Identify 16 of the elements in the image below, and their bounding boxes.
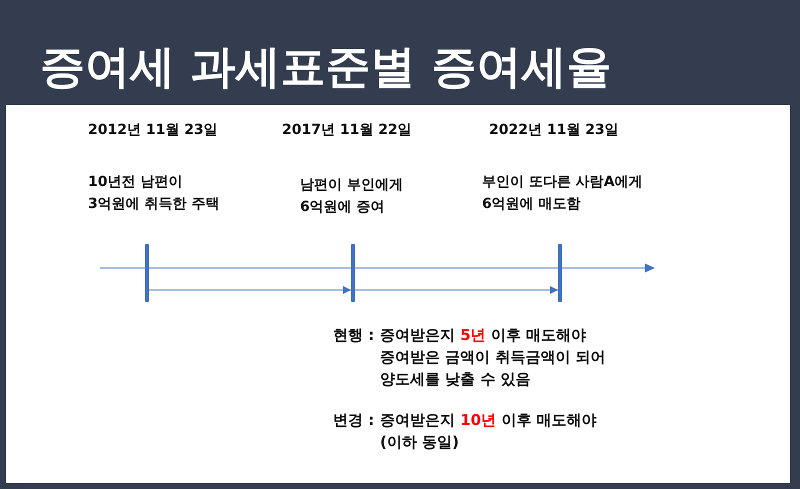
event-note: 10년전 남편이 3억원에 취득한 주택 (88, 173, 220, 214)
arrow (149, 286, 351, 294)
date-label: 2017년 11월 22일 (282, 121, 412, 140)
date-label: 2022년 11월 23일 (489, 121, 619, 140)
note-heading: 현행 : (333, 325, 374, 346)
note-text: 증여받은지 5년 이후 매도해야 증여받은 금액이 취득금액이 되어 양도세를 낮출 수 있음 (380, 325, 607, 390)
date-label: 2012년 11월 23일 (88, 121, 218, 140)
timeline-marker (145, 244, 149, 302)
event-note: 부인이 또다른 사람A에게 6억원에 매도함 (482, 173, 644, 214)
timeline-marker (558, 244, 562, 302)
arrow (355, 286, 558, 294)
timeline-marker (351, 244, 355, 302)
note-text: 증여받은지 10년 이후 매도해야 (이하 동일) (380, 410, 598, 453)
note-heading: 변경 : (333, 410, 374, 431)
page-title: 증여세 과세표준별 증여세율 (40, 42, 612, 92)
event-note: 남편이 부인에게 6억원에 증여 (300, 176, 404, 217)
